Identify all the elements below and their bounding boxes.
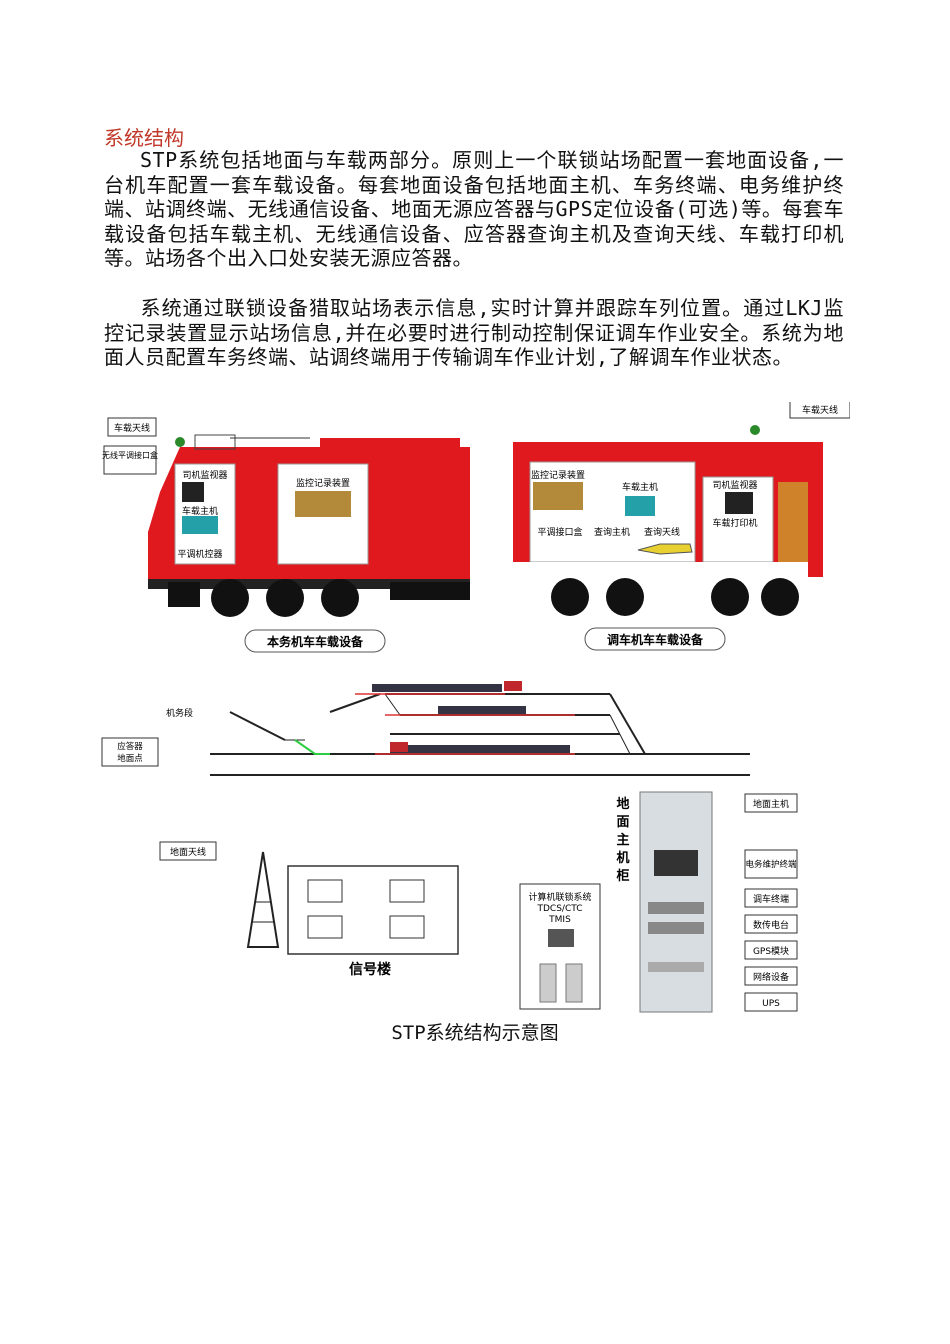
main-loco-label: 本务机车车载设备	[267, 634, 364, 649]
cabinet-item-2: 电务维护终端	[745, 859, 797, 870]
system-structure-figure: 车载天线 无线平调接口盒 司机监视器 车载主机 平调机控器 监控记录装置 车载天…	[100, 402, 850, 1014]
shunt-loco-label: 调车机车车载设备	[607, 632, 704, 647]
cabinet-item-4: 数传电台	[753, 919, 789, 931]
cabinet-title-1: 地	[616, 796, 629, 812]
antenna-label-right: 车载天线	[802, 404, 838, 416]
interlocking-box: 计算机联锁系统 TDCS/CTC TMIS	[520, 884, 600, 1009]
ground-side: 地面天线 信号楼	[160, 842, 458, 978]
interlocking-line-1: 计算机联锁系统	[528, 891, 591, 903]
balise-label: 应答器	[117, 741, 143, 752]
interlocking-line-3: TMIS	[548, 915, 571, 925]
controller-label: 平调机控器	[177, 548, 222, 560]
right-locomotive: 车载天线 监控记录装置 车载主机 司机监视器 车载打印机 平调接口盒 查询主机 …	[513, 402, 850, 616]
cabinet-title-3: 主	[616, 832, 629, 848]
cabinet-title-5: 柜	[615, 868, 629, 884]
depot-label: 机务段	[166, 707, 193, 719]
balise-label-2: 地面点	[117, 753, 143, 764]
printer-label: 车载打印机	[712, 517, 757, 529]
interface-box-label: 平调接口盒	[537, 526, 582, 538]
cabinet-item-5: GPS模块	[753, 945, 789, 957]
cabinet-item-7: UPS	[762, 999, 780, 1009]
figure-caption: STP系统结构示意图	[0, 1018, 950, 1045]
driver-monitor-label-right: 司机监视器	[712, 479, 757, 491]
ground-cabinet: 地 面 主 机 柜 地面主机 电务维护终端 调车终端 数传电台 GPS模块 网络…	[612, 792, 797, 1012]
cabinet-item-3: 调车终端	[753, 893, 789, 905]
driver-monitor-label-left: 司机监视器	[182, 469, 227, 481]
recorder-label-left: 监控记录装置	[296, 477, 350, 489]
cabinet-title-4: 机	[616, 850, 629, 866]
query-antenna-label: 查询天线	[644, 526, 680, 538]
interlocking-line-2: TDCS/CTC	[537, 904, 583, 914]
recorder-label-right: 监控记录装置	[531, 469, 585, 481]
left-locomotive: 车载天线 无线平调接口盒 司机监视器 车载主机 平调机控器 监控记录装置	[102, 418, 470, 617]
cabinet-title-2: 面	[616, 815, 629, 830]
wireless-box-label: 无线平调接口盒	[102, 450, 158, 460]
station-yard: 机务段 应答器 地面点	[102, 681, 750, 775]
paragraph-1: STP系统包括地面与车载两部分。原则上一个联锁站场配置一套地面设备,一台机车配置…	[104, 148, 844, 271]
ground-antenna-label: 地面天线	[170, 846, 206, 858]
query-host-label: 查询主机	[594, 526, 630, 538]
cabinet-item-1: 地面主机	[753, 798, 789, 810]
antenna-label-left: 车载天线	[114, 422, 150, 434]
host-label-right: 车载主机	[622, 481, 658, 493]
signal-building-label: 信号楼	[349, 961, 391, 978]
section-heading: 系统结构	[104, 122, 184, 151]
host-label-left: 车载主机	[182, 505, 218, 517]
cabinet-item-6: 网络设备	[753, 971, 789, 983]
paragraph-2: 系统通过联锁设备猎取站场表示信息,实时计算并跟踪车列位置。通过LKJ监控记录装置…	[104, 296, 844, 370]
